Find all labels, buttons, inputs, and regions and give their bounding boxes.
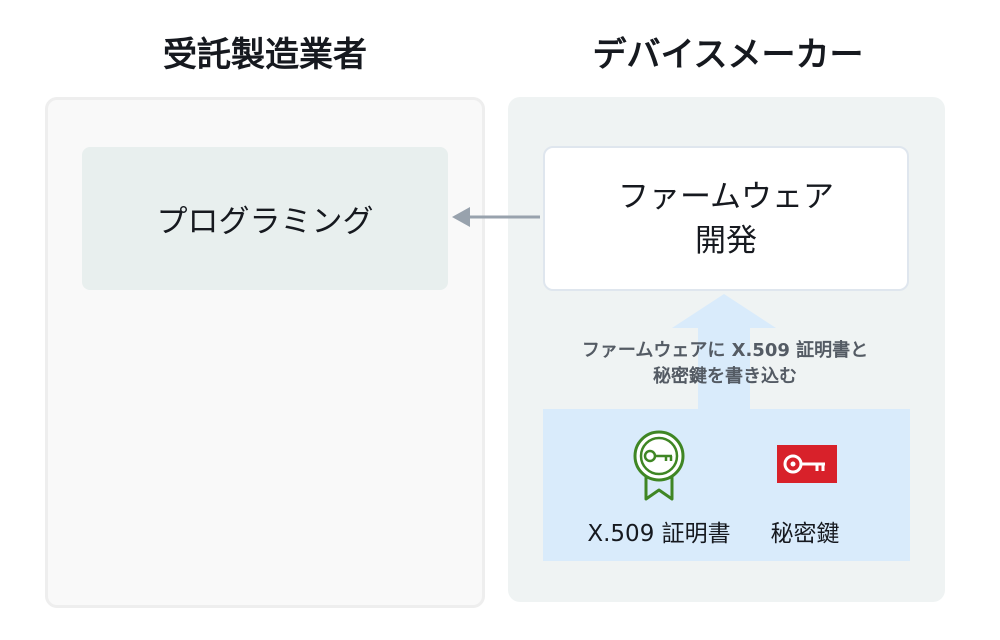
arrow-left-icon	[452, 207, 540, 227]
firmware-label: ファームウェア	[617, 178, 835, 215]
write-credentials-label: ファームウェアに X.509 証明書と 秘密鍵を書き込む	[545, 338, 905, 390]
write-label-line2: 秘密鍵を書き込む	[653, 366, 797, 387]
credentials-box	[543, 409, 910, 561]
write-label-line1: ファームウェアに X.509 証明書と	[581, 340, 869, 361]
arrow-up-icon	[672, 294, 776, 412]
device-maker-heading: デバイスメーカー	[592, 35, 864, 75]
key-icon	[777, 445, 837, 483]
firmware-development-box: ファームウェア 開発	[543, 146, 909, 291]
development-label: 開発	[695, 222, 757, 259]
private-key-label: 秘密鍵	[770, 521, 840, 547]
certificate-ribbon-icon	[633, 430, 685, 501]
programming-box: プログラミング	[82, 147, 448, 290]
manufacturer-heading: 受託製造業者	[163, 35, 367, 75]
certificate-label: X.509 証明書	[587, 521, 731, 547]
programming-label: プログラミング	[156, 204, 374, 240]
